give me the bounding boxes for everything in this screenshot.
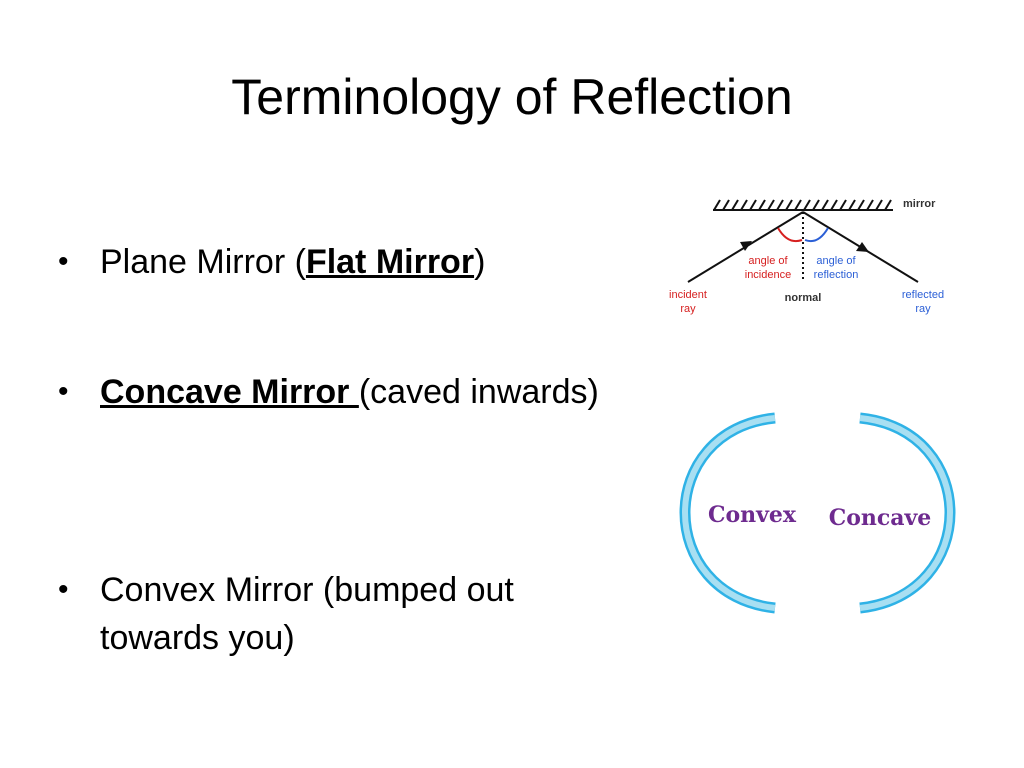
bullet-text: Convex Mirror (bumped out towards you) <box>100 566 514 662</box>
mirror-hatching <box>713 199 892 211</box>
concave-mirror-highlight <box>859 415 953 611</box>
bullet-text: Concave Mirror (caved inwards) <box>100 368 599 416</box>
convex-mirror-highlight <box>682 415 776 611</box>
incident-ray-label-2: ray <box>680 303 696 315</box>
reflection-arc <box>804 227 829 243</box>
bullet-line-1: Convex Mirror (bumped out <box>100 571 514 609</box>
bullet-plain-after: (caved inwards) <box>358 373 599 411</box>
incident-ray-label-1: incident <box>669 289 707 301</box>
bullet-dot: • <box>58 245 69 278</box>
reflected-arrowhead <box>856 242 869 252</box>
reflected-ray-label-2: ray <box>915 303 931 315</box>
bullet-concave-mirror: • Concave Mirror (caved inwards) <box>58 368 599 416</box>
slide-title: Terminology of Reflection <box>231 69 793 125</box>
bullet-line-2: towards you) <box>100 619 295 657</box>
reflection-diagram: mirror angle of incidence angle of refle… <box>669 198 944 315</box>
bullet-emphasis: Concave Mirror <box>100 373 359 411</box>
bullet-emphasis: Flat Mirror <box>305 243 475 281</box>
angle-reflection-label-1: angle of <box>816 255 856 267</box>
concave-label: Concave <box>829 505 932 531</box>
bullet-text: Plane Mirror (Flat Mirror) <box>100 238 485 286</box>
bullet-dot: • <box>58 375 69 408</box>
mirror-types-diagram: Convex Concave <box>679 412 956 614</box>
normal-label: normal <box>785 292 822 304</box>
bullet-convex-mirror: • Convex Mirror (bumped out towards you) <box>58 566 658 662</box>
bullet-plain-before: Plane Mirror ( <box>100 243 306 281</box>
angle-reflection-label-2: reflection <box>814 269 859 281</box>
incident-arrowhead <box>740 241 752 251</box>
bullet-plain-after: ) <box>474 243 486 281</box>
reflected-ray-label-1: reflected <box>902 289 944 301</box>
bullet-dot: • <box>58 573 69 606</box>
mirror-label: mirror <box>903 198 936 210</box>
incidence-arc <box>777 227 803 243</box>
bullet-plane-mirror: • Plane Mirror (Flat Mirror) <box>58 238 485 286</box>
angle-incidence-label-2: incidence <box>745 269 791 281</box>
convex-label: Convex <box>708 502 797 528</box>
angle-incidence-label-1: angle of <box>748 255 788 267</box>
